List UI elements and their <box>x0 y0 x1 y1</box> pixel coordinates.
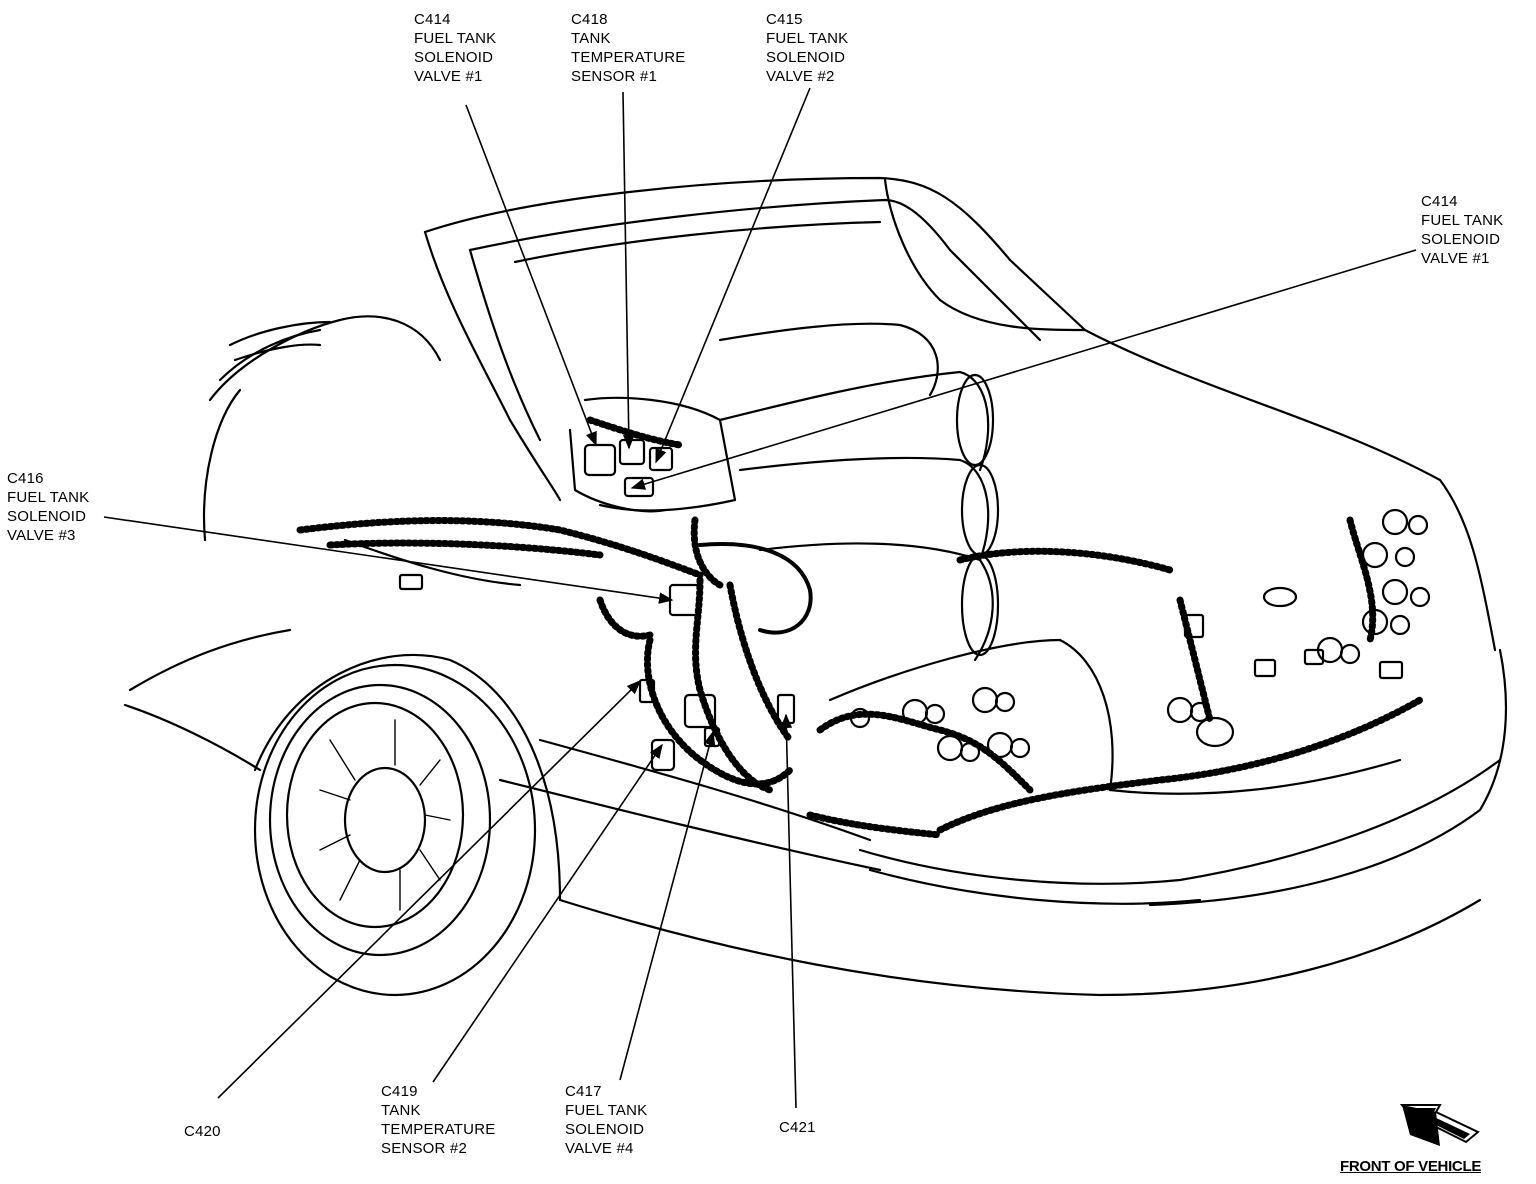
callout-line: SOLENOID <box>414 49 494 66</box>
callout-line: VALVE #3 <box>7 527 76 544</box>
callout-line: TANK <box>381 1102 421 1119</box>
callout-c420: C420 <box>184 1122 221 1141</box>
car-body-outline <box>123 176 1508 997</box>
rear-wheel <box>253 653 562 997</box>
callout-line: SENSOR #1 <box>571 68 657 85</box>
callout-line: C415 <box>766 11 803 28</box>
callout-line: TEMPERATURE <box>571 49 686 66</box>
callout-c414-top: C414 FUEL TANK SOLENOID VALVE #1 <box>414 10 496 86</box>
callout-line: SOLENOID <box>766 49 846 66</box>
callout-c418: C418 TANK TEMPERATURE SENSOR #1 <box>571 10 685 86</box>
callout-line: VALVE #4 <box>565 1140 634 1157</box>
callout-line: TANK <box>571 30 611 47</box>
wiring-harness <box>296 416 1424 839</box>
callout-line: C414 <box>414 11 451 28</box>
callout-line: VALVE #2 <box>766 68 835 85</box>
leader-lines <box>103 87 1417 1109</box>
callout-line: VALVE #1 <box>1421 250 1490 267</box>
callout-line: FUEL TANK <box>1421 212 1504 229</box>
callout-line: C419 <box>381 1083 418 1100</box>
callout-line: FUEL TANK <box>766 30 849 47</box>
callout-c414-right: C414 FUEL TANK SOLENOID VALVE #1 <box>1421 192 1503 268</box>
callout-c419: C419 TANK TEMPERATURE SENSOR #2 <box>381 1082 495 1158</box>
callout-c417: C417 FUEL TANK SOLENOID VALVE #4 <box>565 1082 647 1158</box>
callout-line: C417 <box>565 1083 602 1100</box>
callout-c421: C421 <box>779 1118 816 1137</box>
callout-line: C416 <box>7 470 44 487</box>
callout-line: TEMPERATURE <box>381 1121 496 1138</box>
callout-line: C420 <box>184 1123 221 1140</box>
callout-c416: C416 FUEL TANK SOLENOID VALVE #3 <box>7 469 89 545</box>
callout-line: C418 <box>571 11 608 28</box>
callout-line: C421 <box>779 1119 816 1136</box>
front-of-vehicle-label: FRONT OF VEHICLE <box>1340 1158 1482 1175</box>
callout-line: SENSOR #2 <box>381 1140 467 1157</box>
callout-c415: C415 FUEL TANK SOLENOID VALVE #2 <box>766 10 848 86</box>
front-arrow-icon <box>1399 1104 1480 1146</box>
callout-line: C414 <box>1421 193 1458 210</box>
lamp-sockets <box>849 508 1431 763</box>
callout-line: FUEL TANK <box>7 489 90 506</box>
callout-line: SOLENOID <box>7 508 87 525</box>
callout-line: SOLENOID <box>565 1121 645 1138</box>
callout-line: SOLENOID <box>1421 231 1501 248</box>
callout-line: VALVE #1 <box>414 68 483 85</box>
callout-line: FUEL TANK <box>565 1102 648 1119</box>
fuel-tank-cylinders <box>568 322 1000 662</box>
callout-line: FUEL TANK <box>414 30 497 47</box>
